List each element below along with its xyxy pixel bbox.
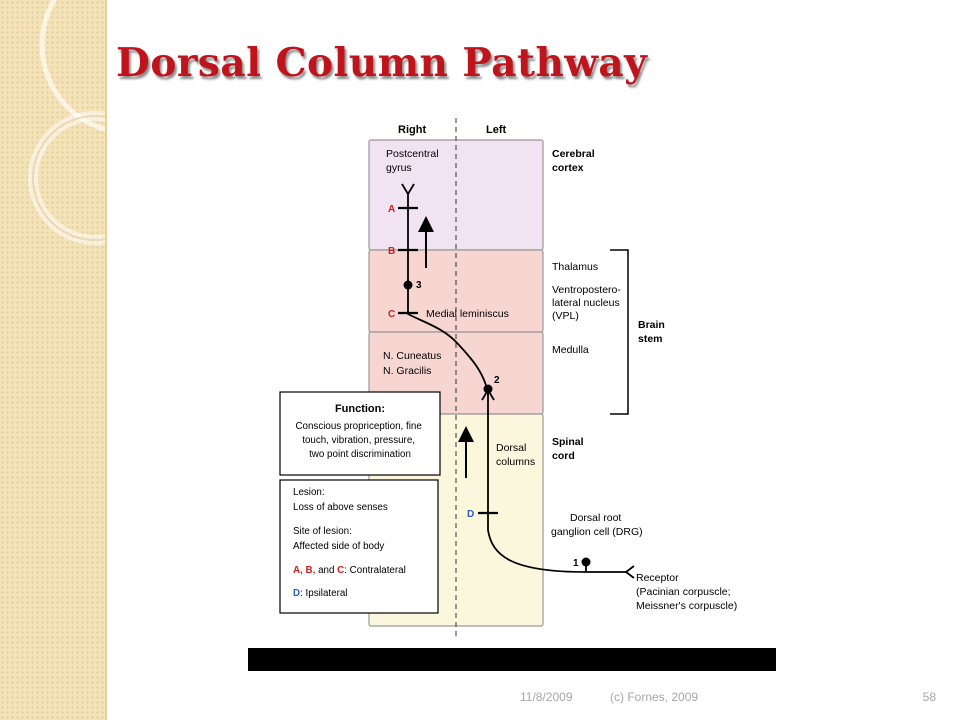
spinal-cord-label: Spinal cord <box>552 436 586 462</box>
lesion-ticks <box>398 206 498 515</box>
lesion-marker-d: D <box>467 509 474 520</box>
sidebar-circles <box>28 0 107 245</box>
slide-number: 58 <box>922 690 936 704</box>
cerebral-cortex-label: Cerebral cortex <box>552 148 598 174</box>
footer-date: 11/8/2009 <box>520 690 573 704</box>
slide-footer: 11/8/2009 (c) Fornes, 2009 58 <box>0 690 960 710</box>
decorative-sidebar <box>0 0 107 720</box>
medulla-label: Medulla <box>552 344 589 356</box>
neuron-1-cell-body <box>581 557 591 567</box>
lesion-contralateral-line: A, B, and C: Contralateral <box>293 565 406 576</box>
receptor-label: Receptor (Pacinian corpuscle; Meissner's… <box>636 572 737 612</box>
lesion-box <box>279 479 439 614</box>
right-side-label: Right <box>398 124 426 136</box>
lesion-marker-b: B <box>388 246 395 257</box>
neuron-3-cell-body <box>403 280 413 290</box>
dorsal-columns-label: Dorsal columns <box>496 442 535 468</box>
neuron-2-cell-body <box>483 384 493 394</box>
receptor-terminal <box>624 565 635 579</box>
postcentral-gyrus-label: Postcentral gyrus <box>386 148 441 174</box>
lesion-ipsilateral-line: D: Ipsilateral <box>293 588 347 599</box>
slide-title: Dorsal Column Pathway <box>116 40 648 86</box>
n-cuneatus-label: N. Cuneatus <box>383 350 441 362</box>
lesion-marker-a: A <box>388 204 395 215</box>
neuron-1-number: 1 <box>573 558 579 569</box>
lesion-marker-c: C <box>388 309 395 320</box>
neuron-2-number: 2 <box>494 375 500 386</box>
lesion-box-text: Lesion: Loss of above senses Site of les… <box>293 487 391 552</box>
brain-stem-bracket <box>610 249 629 415</box>
vpl-label: Ventropostero- lateral nucleus (VPL) <box>552 284 624 322</box>
function-description: Conscious propriception, fine touch, vib… <box>295 421 424 460</box>
function-heading: Function: <box>335 403 385 415</box>
brain-stem-label: Brain stem <box>638 319 668 345</box>
cortex-terminal <box>401 183 415 196</box>
drg-label: Dorsal root ganglion cell (DRG) <box>551 512 643 538</box>
dorsal-column-diagram: Right Left Cerebral cortex Thalamus Vent… <box>279 118 737 638</box>
black-bar <box>248 648 776 671</box>
footer-copyright: (c) Fornes, 2009 <box>610 690 699 704</box>
neuron-pathway <box>407 194 626 573</box>
n-gracilis-label: N. Gracilis <box>383 365 431 377</box>
function-box <box>279 391 441 476</box>
thalamus-label: Thalamus <box>552 261 598 273</box>
sidebar-border <box>105 0 107 720</box>
medial-lemniscus-label: Medial leminiscus <box>426 308 509 320</box>
neuron-3-number: 3 <box>416 280 422 291</box>
left-side-label: Left <box>486 124 507 136</box>
